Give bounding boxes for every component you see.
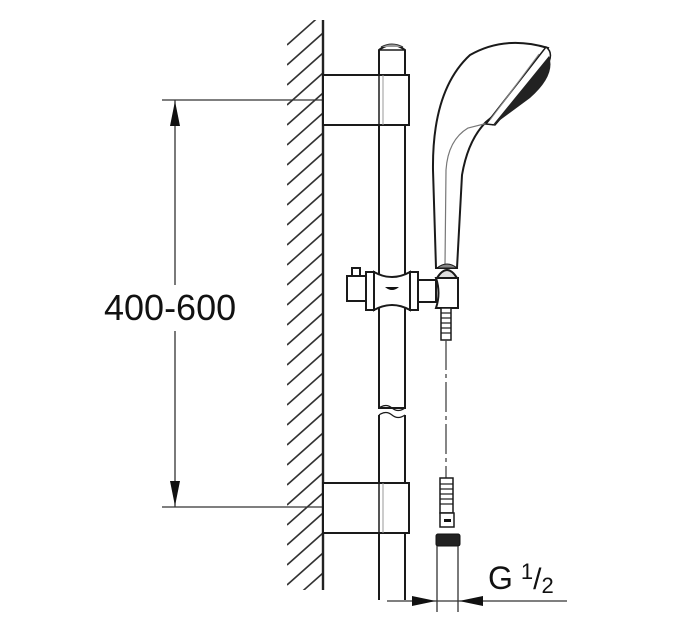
- bottom-wall-bracket: [322, 482, 410, 534]
- thread-slash: /: [533, 563, 542, 596]
- thread-prefix: G: [488, 560, 513, 596]
- arrow-left-icon: [459, 596, 483, 606]
- arrow-up-icon: [170, 101, 180, 126]
- hand-shower[interactable]: [431, 41, 552, 269]
- dimension-bracket-spacing: [162, 99, 323, 508]
- thread-numerator: 1: [520, 559, 534, 584]
- dimension-label-bracket-spacing: 400-600: [102, 285, 239, 331]
- hose-connector: [435, 477, 461, 612]
- shower-rail: [378, 43, 406, 600]
- wall: [287, 20, 325, 590]
- sliding-holder[interactable]: [346, 267, 459, 312]
- thread-denominator: 2: [541, 573, 554, 598]
- top-wall-bracket: [322, 74, 410, 126]
- arrow-right-icon: [412, 596, 436, 606]
- shower-hose: [440, 307, 452, 478]
- dimension-thread: [387, 596, 567, 606]
- arrow-down-icon: [170, 481, 180, 506]
